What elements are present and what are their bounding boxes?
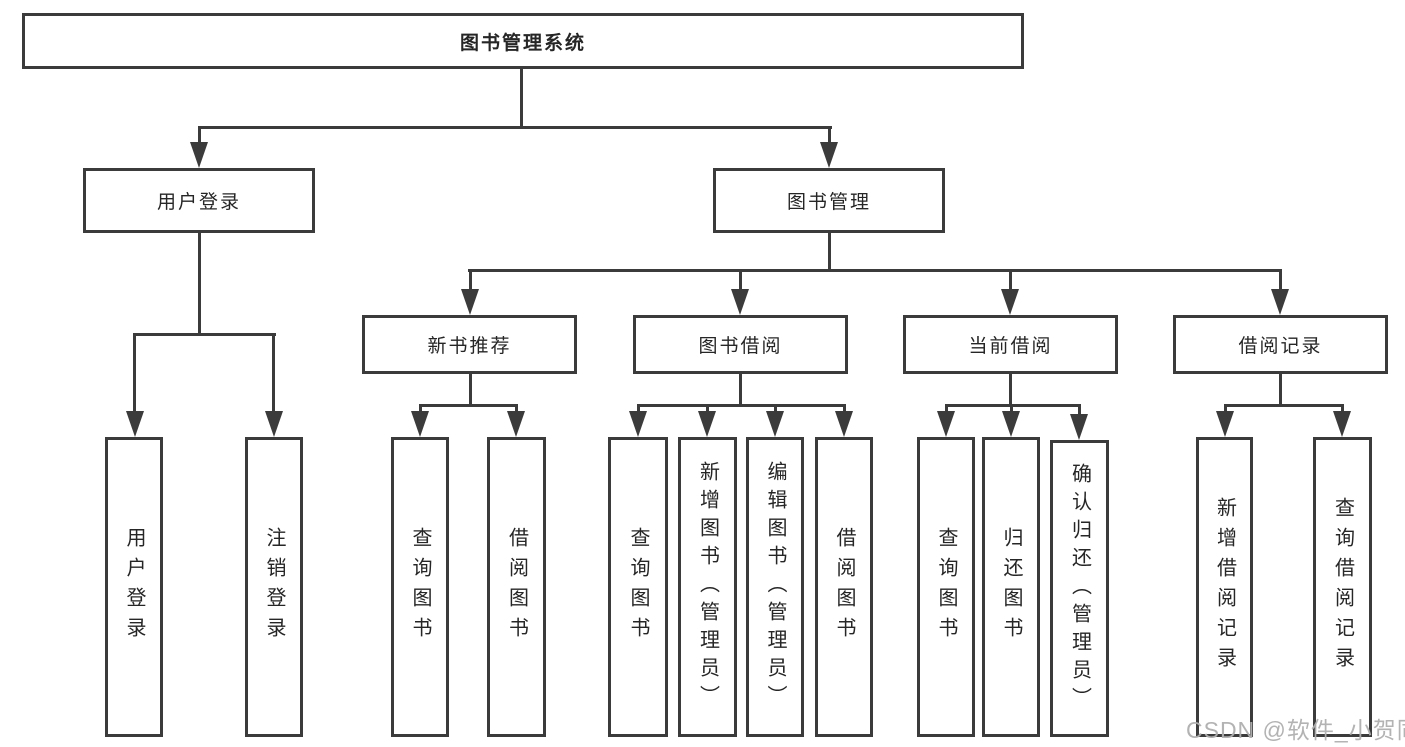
arrow-down-icon — [698, 411, 716, 437]
arrow-down-icon — [507, 411, 525, 437]
leaf-node-borrow-books: 借阅图书 — [815, 437, 873, 737]
leaf-node-query-books: 查询图书 — [917, 437, 975, 737]
arrow-down-icon — [820, 142, 838, 168]
arrow-down-icon — [629, 411, 647, 437]
arrow-down-icon — [1070, 414, 1088, 440]
arrow-down-icon — [461, 289, 479, 315]
arrow-down-icon — [1271, 289, 1289, 315]
connector — [739, 374, 742, 407]
leaf-node-label: 查询图书 — [627, 527, 649, 647]
leaf-node-borrow-books: 借阅图书 — [487, 437, 546, 737]
leaf-node-label: 归还图书 — [1000, 527, 1022, 647]
connector — [469, 374, 472, 407]
root-node-label: 图书管理系统 — [459, 32, 586, 54]
group-node-book-borrow: 图书借阅 — [633, 315, 848, 374]
leaf-node-label: 查询借阅记录 — [1331, 497, 1354, 677]
leaf-node-label: 新增借阅记录 — [1213, 497, 1236, 677]
group-node-current-borrow: 当前借阅 — [903, 315, 1118, 374]
connector — [469, 269, 472, 293]
connector — [828, 126, 831, 148]
arrow-down-icon — [1001, 289, 1019, 315]
connector — [198, 126, 201, 148]
arrow-down-icon — [411, 411, 429, 437]
leaf-node-logout: 注销登录 — [245, 437, 303, 737]
group-node-label: 当前借阅 — [968, 336, 1053, 357]
connector — [520, 69, 523, 129]
leaf-node-return-books: 归还图书 — [982, 437, 1040, 737]
arrow-down-icon — [1002, 411, 1020, 437]
arrow-down-icon — [126, 411, 144, 437]
connector — [133, 333, 276, 336]
arrow-down-icon — [1333, 411, 1351, 437]
leaf-node-label: 借阅图书 — [833, 527, 855, 647]
leaf-node-edit-books-admin: 编辑图书（管理员） — [746, 437, 804, 737]
root-node: 图书管理系统 — [22, 13, 1024, 69]
leaf-node-confirm-return-admin: 确认归还（管理员） — [1050, 440, 1109, 737]
leaf-node-label: 注销登录 — [263, 527, 285, 647]
leaf-node-query-books: 查询图书 — [391, 437, 449, 737]
connector — [198, 233, 201, 336]
connector — [637, 404, 846, 407]
leaf-node-label: 用户登录 — [123, 527, 145, 647]
leaf-node-add-books-admin: 新增图书（管理员） — [678, 437, 737, 737]
connector — [828, 233, 831, 272]
connector — [133, 333, 136, 415]
connector — [1009, 269, 1012, 293]
branch-node-user-login: 用户登录 — [83, 168, 315, 233]
leaf-node-query-books: 查询图书 — [608, 437, 668, 737]
connector — [468, 269, 1282, 272]
connector — [198, 126, 832, 129]
group-node-label: 图书借阅 — [698, 336, 783, 357]
leaf-node-add-borrow-record: 新增借阅记录 — [1196, 437, 1253, 737]
leaf-node-label: 新增图书（管理员） — [696, 461, 719, 713]
connector — [1279, 374, 1282, 407]
branch-node-label: 图书管理 — [786, 192, 871, 213]
arrow-down-icon — [937, 411, 955, 437]
connector — [739, 269, 742, 293]
group-node-label: 借阅记录 — [1238, 336, 1323, 357]
leaf-node-user-login: 用户登录 — [105, 437, 163, 737]
arrow-down-icon — [1216, 411, 1234, 437]
arrow-down-icon — [731, 289, 749, 315]
arrow-down-icon — [835, 411, 853, 437]
branch-node-label: 用户登录 — [156, 192, 241, 213]
group-node-new-book-recommend: 新书推荐 — [362, 315, 577, 374]
watermark: CSDN @软件_小贺同学 — [1186, 717, 1405, 743]
branch-node-book-management: 图书管理 — [713, 168, 945, 233]
connector — [419, 404, 518, 407]
connector — [1009, 374, 1012, 407]
connector — [1078, 404, 1081, 420]
group-node-label: 新书推荐 — [427, 336, 512, 357]
leaf-node-label: 借阅图书 — [505, 527, 528, 647]
arrow-down-icon — [190, 142, 208, 168]
leaf-node-query-borrow-record: 查询借阅记录 — [1313, 437, 1372, 737]
arrow-down-icon — [766, 411, 784, 437]
connector — [1224, 404, 1343, 407]
leaf-node-label: 确认归还（管理员） — [1068, 462, 1091, 715]
connector — [272, 333, 275, 415]
leaf-node-label: 查询图书 — [409, 527, 431, 647]
leaf-node-label: 查询图书 — [935, 527, 957, 647]
connector — [1279, 269, 1282, 293]
arrow-down-icon — [265, 411, 283, 437]
leaf-node-label: 编辑图书（管理员） — [764, 461, 786, 713]
group-node-borrow-records: 借阅记录 — [1173, 315, 1388, 374]
